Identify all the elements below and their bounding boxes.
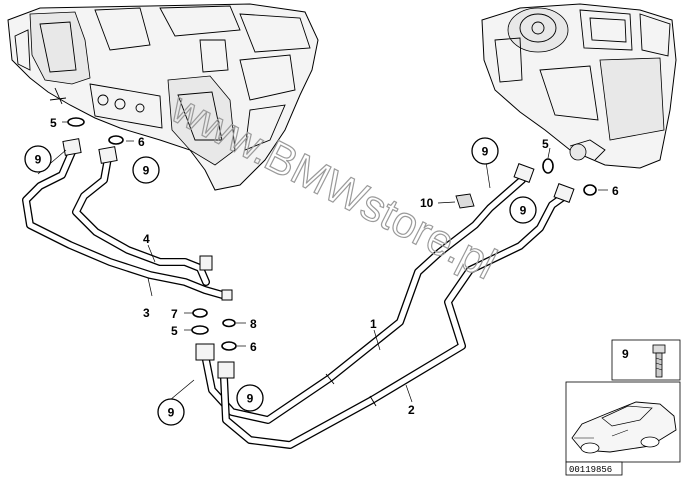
inset-bolt: 9 (611, 339, 681, 381)
circle-9-a: 9 (24, 145, 52, 173)
svg-text:9: 9 (482, 145, 489, 159)
seal-ring-5-mid (191, 325, 209, 335)
seal-ring-6-top (108, 135, 124, 145)
clip-part-10 (455, 193, 475, 209)
part-labels: 1 2 3 4 5 5 5 6 6 6 7 8 10 (50, 116, 619, 417)
circle-9-c: 9 (471, 137, 499, 165)
label-6-mid: 6 (250, 340, 257, 354)
label-3: 3 (143, 306, 150, 320)
circle-9-b: 9 (132, 156, 160, 184)
label-6-top-left: 6 (138, 135, 145, 149)
blower-unit-right (481, 3, 677, 169)
circled-labels: 9 9 9 9 9 9 (24, 137, 537, 426)
pipe-fittings (62, 138, 575, 379)
reference-number: 00119856 (565, 461, 623, 476)
svg-text:9: 9 (35, 153, 42, 167)
heater-unit-left (7, 3, 319, 191)
circle-9-f: 9 (236, 384, 264, 412)
seal-ring-5-top (67, 117, 85, 127)
refrigerant-lines (22, 148, 570, 449)
svg-text:00119856: 00119856 (569, 465, 612, 475)
label-7: 7 (171, 307, 178, 321)
seal-ring-8 (222, 318, 236, 328)
label-2: 2 (408, 403, 415, 417)
svg-text:9: 9 (143, 164, 150, 178)
circle-9-e: 9 (157, 398, 185, 426)
svg-text:9: 9 (168, 406, 175, 420)
label-5-right: 5 (542, 137, 549, 151)
bolt-icon (652, 344, 666, 354)
label-10: 10 (420, 196, 434, 210)
label-4: 4 (143, 232, 150, 246)
seal-ring-5-right (542, 158, 554, 174)
seal-ring-6-mid (221, 341, 237, 351)
seal-ring-7 (192, 308, 208, 318)
label-8: 8 (250, 317, 257, 331)
label-6-right: 6 (612, 184, 619, 198)
inset-car (565, 381, 681, 463)
svg-text:9: 9 (247, 392, 254, 406)
circle-9-d: 9 (509, 196, 537, 224)
seal-ring-6-right (583, 184, 597, 196)
label-5-mid: 5 (171, 324, 178, 338)
svg-text:9: 9 (520, 204, 527, 218)
label-5-top-left: 5 (50, 116, 57, 130)
seal-rings (67, 117, 597, 351)
label-1: 1 (370, 317, 377, 331)
inset-bolt-label: 9 (622, 347, 629, 361)
